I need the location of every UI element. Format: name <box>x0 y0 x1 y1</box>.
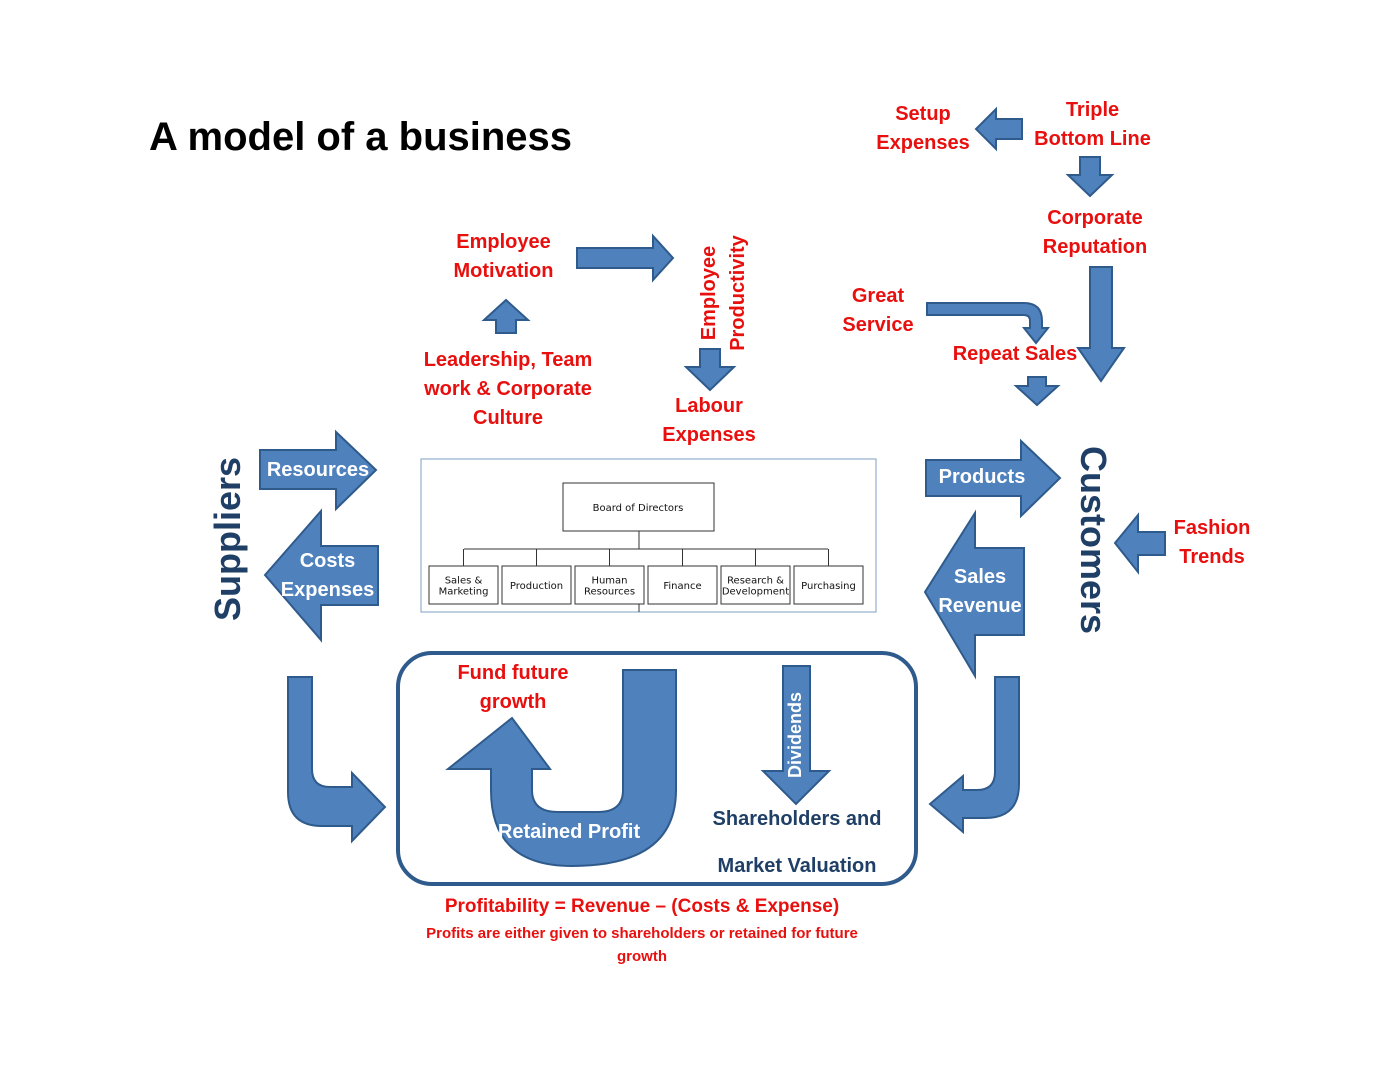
org-department-label: Research & <box>727 576 784 587</box>
org-department-box <box>720 565 791 605</box>
label-repeat-sales: Repeat Sales <box>952 343 1078 365</box>
org-department-label: Sales & <box>445 576 483 587</box>
arrow-dividends <box>760 665 832 806</box>
profit-box <box>396 651 918 886</box>
arrow-costs-expenses <box>263 508 379 643</box>
org-department-label: Production <box>510 581 563 592</box>
org-root-label: Board of Directors <box>593 503 684 514</box>
arrow-leadership-to-motivation <box>481 298 531 334</box>
u-arrow-retained-profit <box>445 669 677 868</box>
org-department-box <box>428 565 499 605</box>
arrow-fashion-trends <box>1113 512 1166 575</box>
arrow-suppliers-to-profit <box>287 676 387 844</box>
label-shareholders: Shareholders and <box>712 808 882 830</box>
org-department-label: Finance <box>663 581 701 592</box>
entity-suppliers: Suppliers <box>207 456 248 622</box>
entity-customers: Customers <box>1073 445 1114 635</box>
arrow-triple-to-setup <box>974 106 1023 152</box>
profitability-note: Profits are either given to shareholders… <box>426 925 858 965</box>
arrow-reputation-to-customers <box>1076 266 1126 383</box>
label-market-valuation: Market Valuation <box>717 855 877 877</box>
arrow-repeat-to-customers <box>1013 376 1061 407</box>
arrow-products <box>925 438 1062 519</box>
org-department-box <box>793 565 864 605</box>
arrow-service-to-repeat <box>926 302 1051 345</box>
org-root-box <box>562 482 715 532</box>
label-resources: Resources <box>266 459 370 481</box>
arrow-productivity-to-labour <box>683 348 737 392</box>
page-title: A model of a business <box>149 115 573 159</box>
label-dividends: Dividends <box>785 691 805 779</box>
org-department-box <box>501 565 572 605</box>
org-department-label: Marketing <box>439 587 489 598</box>
profitability-formula: Profitability = Revenue – (Costs & Expen… <box>444 896 840 917</box>
arrow-triple-to-reputation <box>1065 156 1115 198</box>
org-department-label: Development <box>722 587 789 598</box>
org-department-label: Human <box>591 576 627 587</box>
arrow-sales-revenue <box>923 509 1025 680</box>
org-department-label: Resources <box>584 587 635 598</box>
arrow-resources <box>259 429 378 512</box>
label-products: Products <box>938 466 1026 488</box>
arrow-motivation-to-productivity <box>576 233 675 283</box>
label-retained-profit: Retained Profit <box>497 821 641 843</box>
arrow-customers-to-profit <box>928 676 1020 835</box>
org-department-label: Purchasing <box>801 581 856 592</box>
org-department-box <box>574 565 645 605</box>
org-department-box <box>647 565 718 605</box>
